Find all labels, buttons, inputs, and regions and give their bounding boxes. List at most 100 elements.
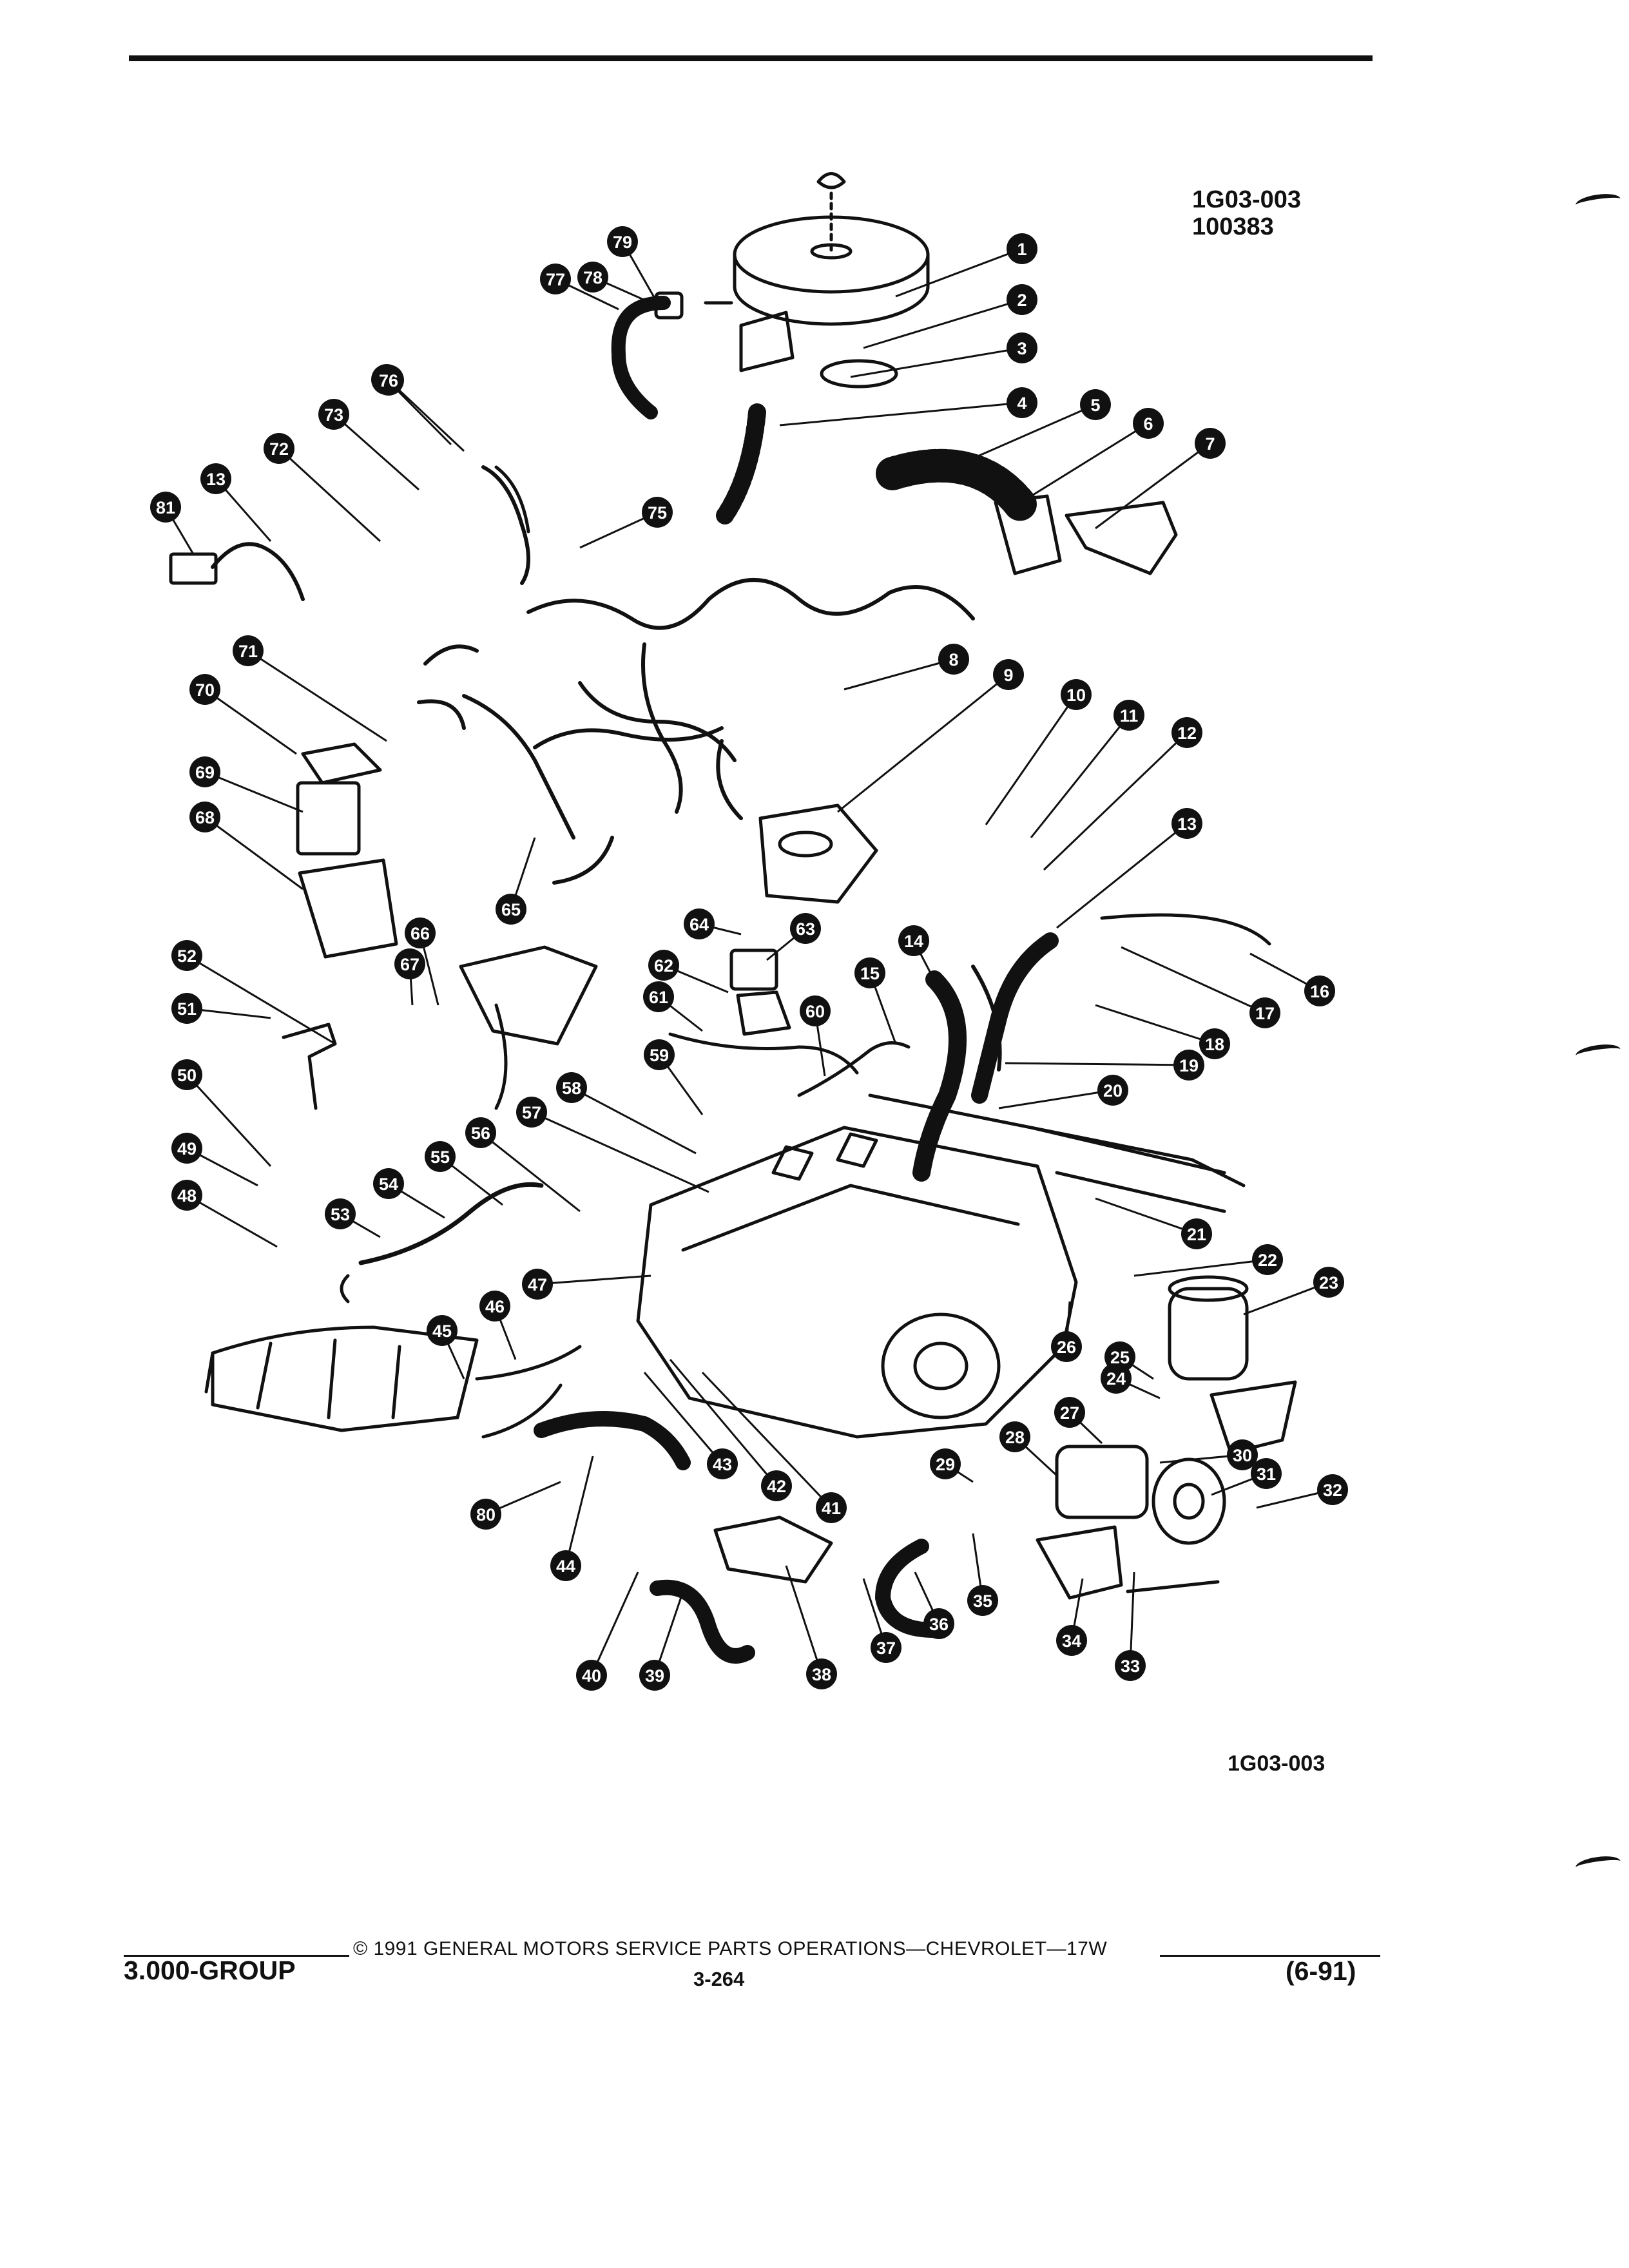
callout-leader-line	[669, 1359, 778, 1486]
callout-22: 22	[1252, 1244, 1283, 1275]
callout-circle	[373, 365, 404, 396]
callout-35: 35	[967, 1585, 998, 1616]
callout-circle	[427, 1315, 458, 1346]
callout-number: 37	[876, 1639, 896, 1658]
callout-leader-line	[1030, 715, 1130, 838]
callout-number: 36	[929, 1615, 949, 1634]
callout-19: 19	[1173, 1050, 1204, 1081]
callout-leader-line	[564, 1456, 594, 1566]
callout-number: 19	[1179, 1056, 1199, 1075]
callout-number: 54	[379, 1175, 398, 1194]
callout-34: 34	[1056, 1625, 1087, 1656]
callout-number: 13	[206, 470, 226, 489]
callout-number: 10	[1066, 686, 1086, 705]
callout-4: 4	[1007, 387, 1037, 418]
callout-77: 77	[540, 264, 571, 294]
callout-number: 38	[812, 1665, 831, 1684]
callout-number: 56	[471, 1124, 490, 1143]
callout-leader-line	[850, 347, 1023, 378]
callout-leader-line	[985, 694, 1077, 825]
callout-61: 61	[643, 981, 674, 1012]
callout-circle	[644, 1039, 675, 1070]
callout-number: 41	[822, 1499, 841, 1518]
callout-circle	[171, 1059, 202, 1090]
callout-20: 20	[1097, 1075, 1128, 1106]
callout-circle	[264, 433, 294, 464]
callout-8: 8	[938, 644, 969, 675]
callout-number: 5	[1090, 396, 1100, 415]
callout-26: 26	[1051, 1331, 1082, 1362]
callout-14: 14	[898, 925, 929, 956]
callout-number: 25	[1110, 1348, 1130, 1367]
callout-number: 72	[269, 439, 289, 459]
callout-circle	[479, 1291, 510, 1321]
callout-67: 67	[394, 948, 425, 979]
callout-number: 18	[1205, 1035, 1224, 1054]
callout-leader-line	[1056, 822, 1188, 929]
callout-circle	[806, 1658, 837, 1689]
callout-circle	[171, 993, 202, 1024]
callout-number: 33	[1121, 1657, 1140, 1676]
callout-circle	[1304, 975, 1335, 1006]
callout-45: 45	[427, 1315, 458, 1346]
callout-leader-line	[333, 413, 419, 491]
callout-circle	[425, 1141, 456, 1172]
callout-number: 12	[1177, 724, 1197, 743]
callout-circle	[171, 1180, 202, 1211]
callout-leader-line	[895, 247, 1023, 298]
accumulator	[1168, 1275, 1297, 1455]
footer-rule-right	[1160, 1955, 1380, 1957]
callout-number: 30	[1233, 1446, 1252, 1465]
callout-78: 78	[577, 262, 608, 293]
callout-number: 48	[177, 1186, 197, 1206]
callout-69: 69	[189, 756, 220, 787]
callout-circle	[790, 913, 821, 944]
callout-number: 44	[556, 1557, 575, 1576]
callout-circle	[394, 948, 425, 979]
callout-circle	[648, 950, 679, 981]
callout-leader-line	[785, 1565, 823, 1675]
callout-25: 25	[1104, 1341, 1135, 1372]
callout-circle	[1054, 1397, 1085, 1428]
callout-circle	[1007, 284, 1037, 315]
callout-leader-line	[1030, 422, 1149, 497]
callout-circle	[930, 1448, 961, 1479]
figure-date-code: 100383	[1192, 213, 1274, 240]
callout-47: 47	[522, 1269, 553, 1300]
callout-72: 72	[264, 433, 294, 464]
callout-circle	[761, 1470, 792, 1501]
callout-leader-line	[1121, 946, 1266, 1014]
air-inlet-duct	[876, 448, 1178, 575]
callout-number: 15	[860, 964, 880, 983]
callout-number: 23	[1319, 1273, 1338, 1293]
callout-37: 37	[871, 1632, 901, 1663]
callout-12: 12	[1171, 717, 1202, 748]
callout-number: 80	[476, 1505, 496, 1524]
callout-circle	[200, 463, 231, 494]
callout-number: 32	[1323, 1481, 1342, 1500]
callout-circle	[607, 226, 638, 257]
top-rule	[129, 55, 1373, 61]
callout-leader-line	[278, 447, 381, 543]
callout-7: 7	[1195, 428, 1226, 459]
callout-circle	[189, 674, 220, 705]
callout-leader-line	[837, 673, 1009, 813]
callout-number: 81	[156, 498, 175, 517]
callout-number: 52	[177, 947, 197, 966]
callout-6: 6	[1133, 408, 1164, 439]
callout-13: 13	[1171, 808, 1202, 839]
callout-circle	[465, 1117, 496, 1148]
callout-70: 70	[189, 674, 220, 705]
callout-circle	[1199, 1028, 1230, 1059]
callout-11: 11	[1113, 700, 1144, 731]
callout-number: 2	[1017, 291, 1027, 310]
callout-circle	[642, 497, 673, 528]
callout-circle	[1313, 1267, 1344, 1298]
callout-circle	[1115, 1650, 1146, 1681]
callout-circle	[816, 1492, 847, 1523]
callout-23: 23	[1313, 1267, 1344, 1298]
callout-43: 43	[707, 1448, 738, 1479]
callout-80: 80	[470, 1499, 501, 1530]
callout-circle	[189, 756, 220, 787]
callout-number: 42	[767, 1477, 786, 1496]
